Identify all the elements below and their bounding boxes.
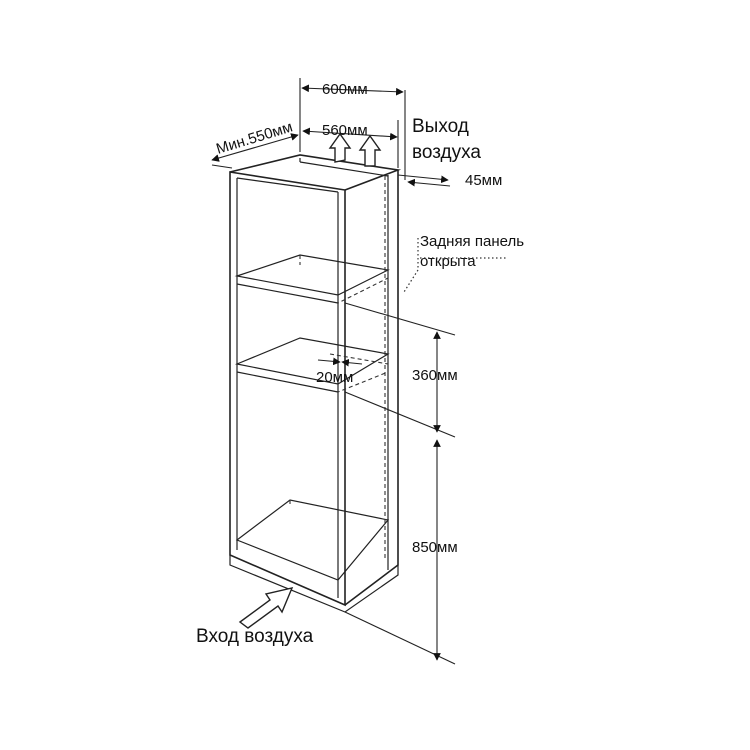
label-base-height-850: 850мм [412,539,458,556]
label-inner-width-560: 560мм [322,122,368,139]
label-back-panel-1: Задняя панель [420,233,524,250]
label-air-out-1: Выход [412,116,469,137]
cabinet-inner-frame [236,177,339,598]
middle-shelf [234,337,390,393]
label-air-in: Вход воздуха [196,626,314,647]
dim-back-gap [397,165,451,187]
cabinet-top-inner [299,158,389,177]
label-gap-45: 45мм [465,172,502,189]
air-out-arrows [328,132,382,167]
label-back-panel-2: открыта [420,253,476,270]
dim-depth [211,133,299,169]
label-shelf-gap-20: 20мм [316,369,353,386]
cabinet-top [229,154,402,191]
cabinet-front-frame [229,171,346,607]
label-width-600: 600мм [322,81,368,98]
dim-inner-width [302,120,399,168]
label-air-out-2: воздуха [412,142,481,163]
label-niche-height-360: 360мм [412,367,458,384]
air-out-arrow-2 [358,134,382,167]
upper-shelf [234,254,390,304]
dim-base-height [344,439,456,665]
cabinet [229,154,402,613]
bottom-shelf [235,499,390,581]
back-panel-leader [403,238,508,293]
dim-niche-height [344,302,456,438]
air-out-arrow-1 [328,132,352,163]
label-min-depth: Мин.550мм [214,118,295,157]
air-in-arrow [238,587,294,629]
dim-shelf-gap [317,357,363,367]
dim-width [299,78,406,165]
